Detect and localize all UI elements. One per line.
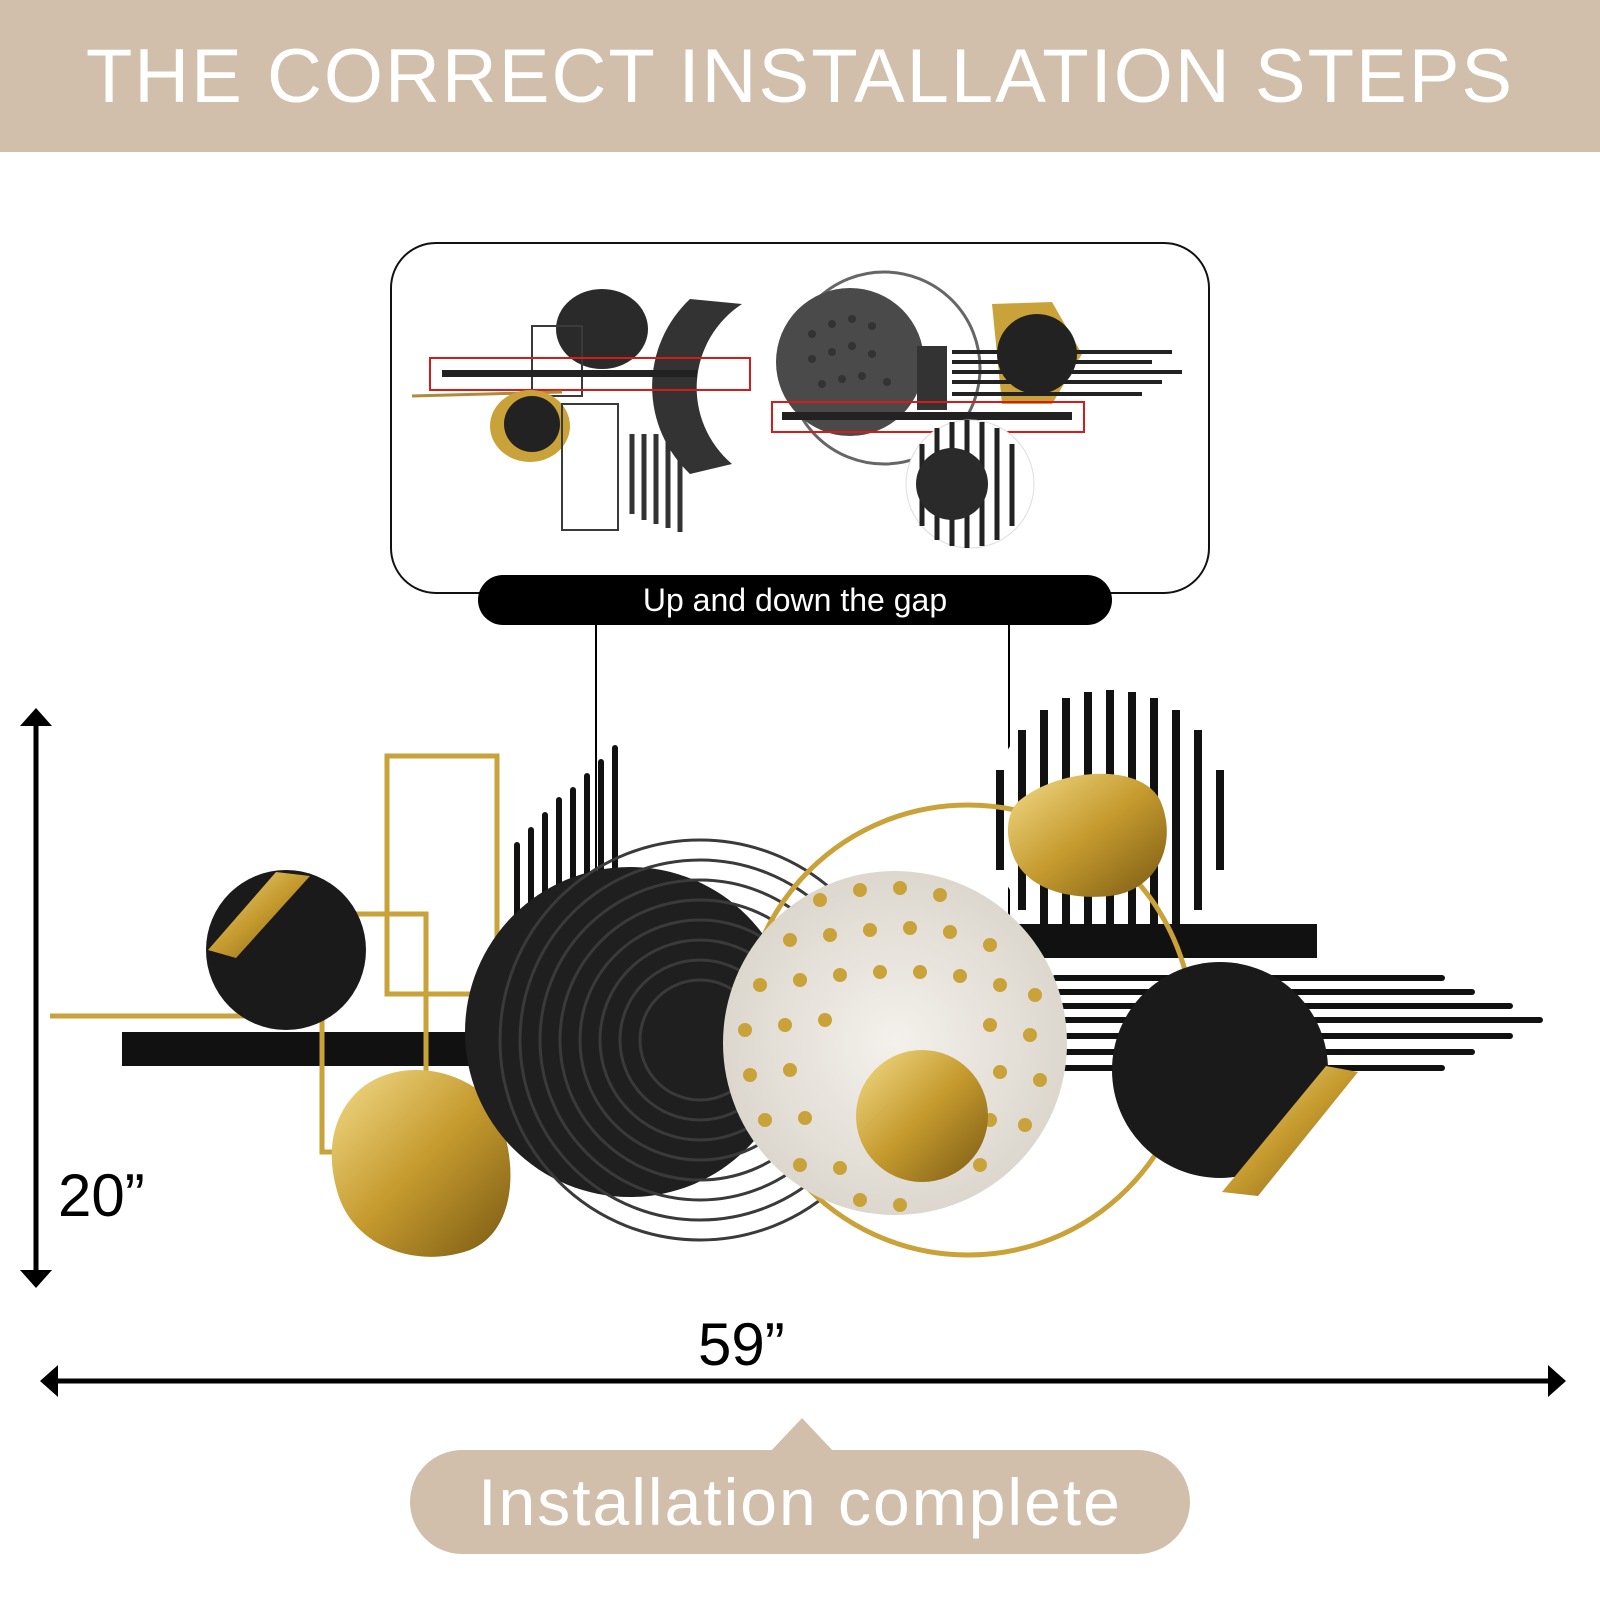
gold-fold-left — [208, 872, 310, 958]
ribbed-disc-grooves — [498, 838, 902, 1242]
back-black-disc — [504, 396, 560, 452]
back-rods-right — [952, 350, 1182, 396]
pearl-disc-studs — [738, 881, 1047, 1212]
back-frame-upper — [531, 325, 583, 397]
gold-center-disc — [856, 1050, 988, 1182]
horizontal-rods — [1052, 975, 1543, 1071]
back-black-oval — [556, 289, 648, 369]
rail-right — [1012, 924, 1317, 958]
gap-caption: Up and down the gap — [478, 575, 1112, 625]
back-black-overlay — [916, 448, 988, 520]
leader-dot-right — [998, 929, 1020, 951]
black-disc-right — [1112, 962, 1328, 1178]
detail-inset — [390, 242, 1210, 594]
width-arrow-right — [1548, 1365, 1566, 1397]
back-dots — [808, 315, 891, 388]
vertical-rods — [514, 745, 618, 1003]
gold-fold-right — [1222, 1066, 1358, 1196]
status-badge: Installation complete — [410, 1450, 1190, 1554]
gold-frame-lower — [319, 911, 429, 1155]
status-pill-notch — [770, 1418, 834, 1452]
back-rail-left — [442, 370, 697, 377]
height-label: 20” — [58, 1162, 145, 1229]
back-frame-lower — [561, 403, 619, 531]
pearl-disc — [723, 871, 1067, 1215]
rail-left — [122, 1032, 482, 1066]
gold-ring — [740, 802, 1196, 1258]
back-rail-right — [782, 412, 1072, 420]
back-dotted-disc — [776, 288, 924, 436]
back-view-illustration — [411, 270, 1182, 549]
rail-highlight-right — [771, 401, 1085, 433]
width-arrow-left — [40, 1365, 58, 1397]
height-arrow-bottom — [20, 1270, 52, 1288]
page-title: THE CORRECT INSTALLATION STEPS — [85, 34, 1515, 119]
gold-pebble-left — [331, 1070, 511, 1257]
gold-frame-tall — [384, 753, 500, 997]
ribbed-disc — [465, 867, 795, 1197]
header-banner: THE CORRECT INSTALLATION STEPS — [0, 0, 1600, 152]
black-disc-left — [206, 870, 366, 1030]
back-rods-left — [629, 434, 683, 532]
gold-pebble-right — [1007, 773, 1167, 897]
leader-dot-left — [585, 1034, 607, 1056]
height-arrow-top — [20, 708, 52, 726]
rail-highlight-left — [429, 357, 751, 391]
striped-circle — [988, 690, 1244, 946]
width-label: 59” — [698, 1311, 785, 1378]
back-mount-block — [917, 346, 947, 410]
back-arc-panel — [652, 299, 742, 474]
striped-circle-bars — [996, 690, 1224, 946]
